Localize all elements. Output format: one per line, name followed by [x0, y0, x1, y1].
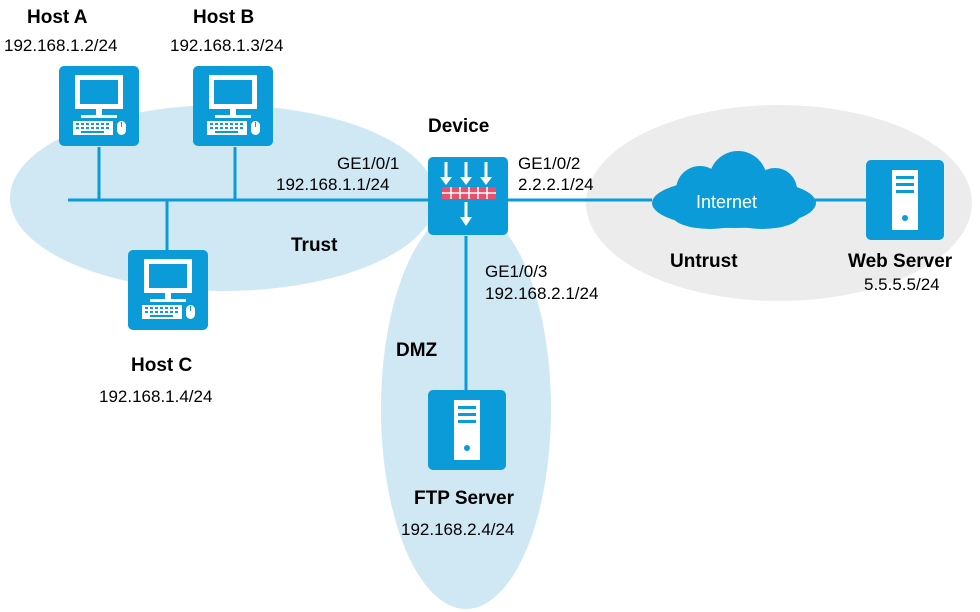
ftp-server-name: FTP Server: [414, 488, 514, 509]
host-c-computer-icon[interactable]: [127, 249, 209, 331]
host-c-name: Host C: [131, 355, 193, 376]
untrust-zone-label: Untrust: [670, 251, 738, 272]
port-ge1-0-1-ip: 192.168.1.1/24: [276, 175, 390, 194]
port-ge1-0-3-ip: 192.168.2.1/24: [485, 284, 599, 303]
host-a-ip: 192.168.1.2/24: [4, 36, 118, 55]
internet-cloud-icon: [652, 151, 816, 229]
port-ge1-0-2-name: GE1/0/2: [518, 154, 581, 173]
ftp-server-ip: 192.168.2.4/24: [401, 520, 515, 539]
internet-label: Internet: [696, 192, 758, 212]
dmz-zone-label: DMZ: [396, 340, 438, 361]
web-server-name: Web Server: [848, 251, 953, 272]
device-name: Device: [428, 116, 490, 137]
host-b-name: Host B: [193, 7, 255, 28]
web-server-icon[interactable]: [866, 160, 944, 240]
host-b-computer-icon[interactable]: [192, 65, 274, 147]
host-a-name: Host A: [27, 7, 88, 28]
device-firewall-icon[interactable]: [428, 157, 508, 235]
port-ge1-0-1-name: GE1/0/1: [337, 154, 400, 173]
port-ge1-0-3-name: GE1/0/3: [485, 262, 548, 281]
host-b-ip: 192.168.1.3/24: [170, 36, 284, 55]
trust-zone-label: Trust: [291, 235, 338, 256]
port-ge1-0-2-ip: 2.2.2.1/24: [518, 175, 594, 194]
web-server-ip: 5.5.5.5/24: [864, 275, 940, 294]
host-a-computer-icon[interactable]: [58, 65, 140, 147]
host-c-ip: 192.168.1.4/24: [99, 387, 213, 406]
ftp-server-icon[interactable]: [428, 390, 506, 470]
trust-zone: [10, 105, 436, 291]
